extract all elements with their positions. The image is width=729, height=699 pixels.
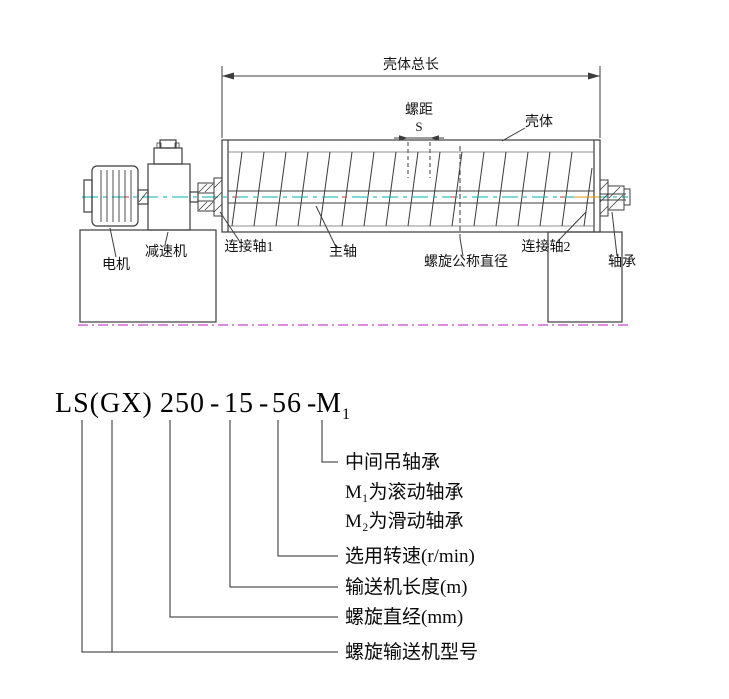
model-sep2: - bbox=[259, 388, 269, 419]
model-bearing-subscript: 1 bbox=[342, 406, 350, 423]
foundation bbox=[79, 229, 623, 323]
legend-leader-lines bbox=[81, 420, 338, 653]
end-bearing bbox=[599, 179, 631, 217]
housing-leader-line bbox=[501, 127, 526, 142]
pitch-symbol: S bbox=[415, 119, 422, 134]
part-label-leaders bbox=[109, 205, 618, 258]
legend-m2-note: M₂为滑动轴承 bbox=[345, 510, 464, 532]
legend-m1-note: M₁为滚动轴承 bbox=[345, 481, 464, 503]
legend-diameter: 螺旋直经(mm) bbox=[345, 606, 463, 628]
housing-label: 壳体 bbox=[525, 113, 553, 130]
screw-flights bbox=[231, 151, 593, 227]
pitch-label: 螺距 bbox=[405, 102, 433, 118]
legend-model: 螺旋输送机型号 bbox=[345, 641, 478, 663]
motor-label: 电机 bbox=[102, 257, 130, 273]
motor bbox=[83, 165, 149, 227]
model-length: 15 bbox=[224, 388, 254, 419]
bearing-label: 轴承 bbox=[608, 254, 636, 270]
total-length-label: 壳体总长 bbox=[383, 56, 439, 73]
coupling1-label: 连接轴1 bbox=[225, 238, 274, 255]
coupling2-label: 连接轴2 bbox=[522, 238, 571, 255]
model-sep1: - bbox=[210, 388, 220, 419]
dimension-total-length bbox=[221, 66, 601, 138]
legend-middle-bearing: 中间吊轴承 bbox=[345, 451, 440, 473]
model-diameter: 250 bbox=[160, 388, 205, 419]
model-speed: 56 bbox=[272, 388, 302, 419]
coupling-1 bbox=[197, 177, 223, 217]
nominal-diameter-label: 螺旋公称直径 bbox=[424, 253, 508, 270]
model-series: LS(GX) bbox=[55, 388, 153, 419]
model-sep3: - bbox=[307, 388, 317, 419]
main-shaft bbox=[228, 190, 594, 204]
reducer-label: 减速机 bbox=[145, 244, 187, 260]
legend-length: 输送机长度(m) bbox=[345, 576, 467, 598]
model-bearing: M bbox=[316, 388, 342, 419]
reducer bbox=[147, 139, 199, 231]
legend-speed: 选用转速(r/min) bbox=[345, 545, 475, 567]
dimension-pitch bbox=[394, 135, 444, 178]
trough-housing bbox=[221, 139, 601, 233]
main-shaft-label: 主轴 bbox=[329, 244, 357, 260]
